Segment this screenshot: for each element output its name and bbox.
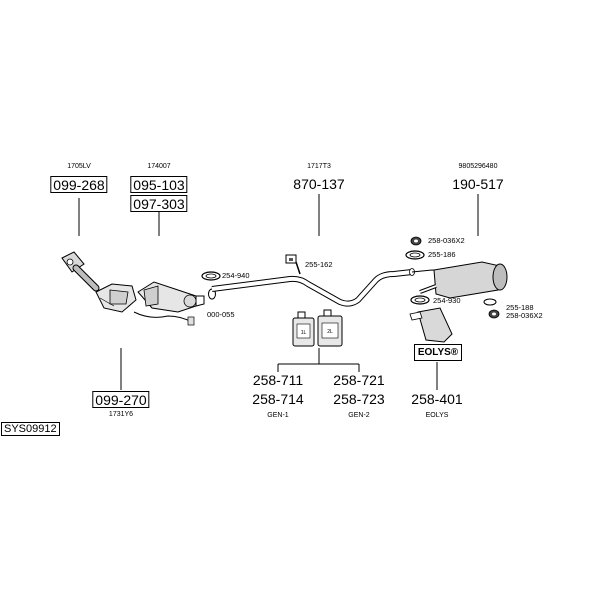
part-number-190-517[interactable]: 190-517 [452, 176, 504, 192]
particle-filter [137, 281, 205, 313]
part-number-258-714[interactable]: 258-714 [252, 391, 304, 407]
part-number-097-303[interactable]: 097-303 [130, 195, 188, 212]
ref-174007: 174007 [147, 163, 171, 170]
bottle-2-label: 2L [327, 329, 333, 335]
part-number-095-103[interactable]: 095-103 [130, 176, 188, 193]
catalytic-converter [95, 283, 137, 313]
part-number-099-270[interactable]: 099-270 [92, 391, 150, 408]
rear-clamps [405, 236, 500, 319]
ref-1717t3: 1717T3 [307, 163, 331, 170]
small-part-258-036x2-bottom[interactable]: 258-036X2 [506, 311, 543, 320]
leader-lines [78, 194, 479, 390]
small-part-254-940[interactable]: 254-940 [222, 271, 250, 280]
diagram-id: SYS09912 [1, 422, 60, 436]
clamp-254-940-shape [201, 271, 221, 281]
part-number-099-268[interactable]: 099-268 [50, 176, 108, 193]
front-pipe-flex [61, 251, 100, 292]
rear-silencer [411, 261, 508, 299]
part-number-258-723[interactable]: 258-723 [333, 391, 385, 407]
ref-1705lv: 1705LV [67, 163, 91, 170]
bottle-1-label: 1L [301, 330, 307, 336]
fluid-bottle-2: 2L [317, 309, 343, 347]
eolys-logo-badge: EOLYS® [414, 344, 462, 361]
label-gen-1: GEN-1 [267, 412, 289, 419]
small-part-000-055[interactable]: 000-055 [207, 310, 235, 319]
part-number-258-401[interactable]: 258-401 [411, 391, 463, 407]
ref-1731y6: 1731Y6 [108, 411, 134, 418]
part-number-258-711[interactable]: 258-711 [252, 372, 304, 388]
sensor-wire [133, 311, 193, 323]
fluid-bottle-1: 1L [292, 311, 315, 347]
hanger-255-162-shape [285, 254, 301, 275]
small-part-254-930[interactable]: 254-930 [433, 296, 461, 305]
small-part-255-186[interactable]: 255-186 [428, 250, 456, 259]
sensor-connector [187, 316, 195, 326]
small-part-255-188[interactable]: 255-188 [506, 303, 534, 312]
small-part-258-036x2-top[interactable]: 258-036X2 [428, 236, 465, 245]
label-eolys: EOLYS [425, 412, 449, 419]
small-part-255-162[interactable]: 255-162 [305, 260, 333, 269]
label-gen-2: GEN-2 [348, 412, 370, 419]
eolys-pouch [409, 307, 453, 343]
ref-9805296480: 9805296480 [458, 163, 498, 170]
part-number-258-721[interactable]: 258-721 [333, 372, 385, 388]
part-number-870-137[interactable]: 870-137 [293, 176, 345, 192]
